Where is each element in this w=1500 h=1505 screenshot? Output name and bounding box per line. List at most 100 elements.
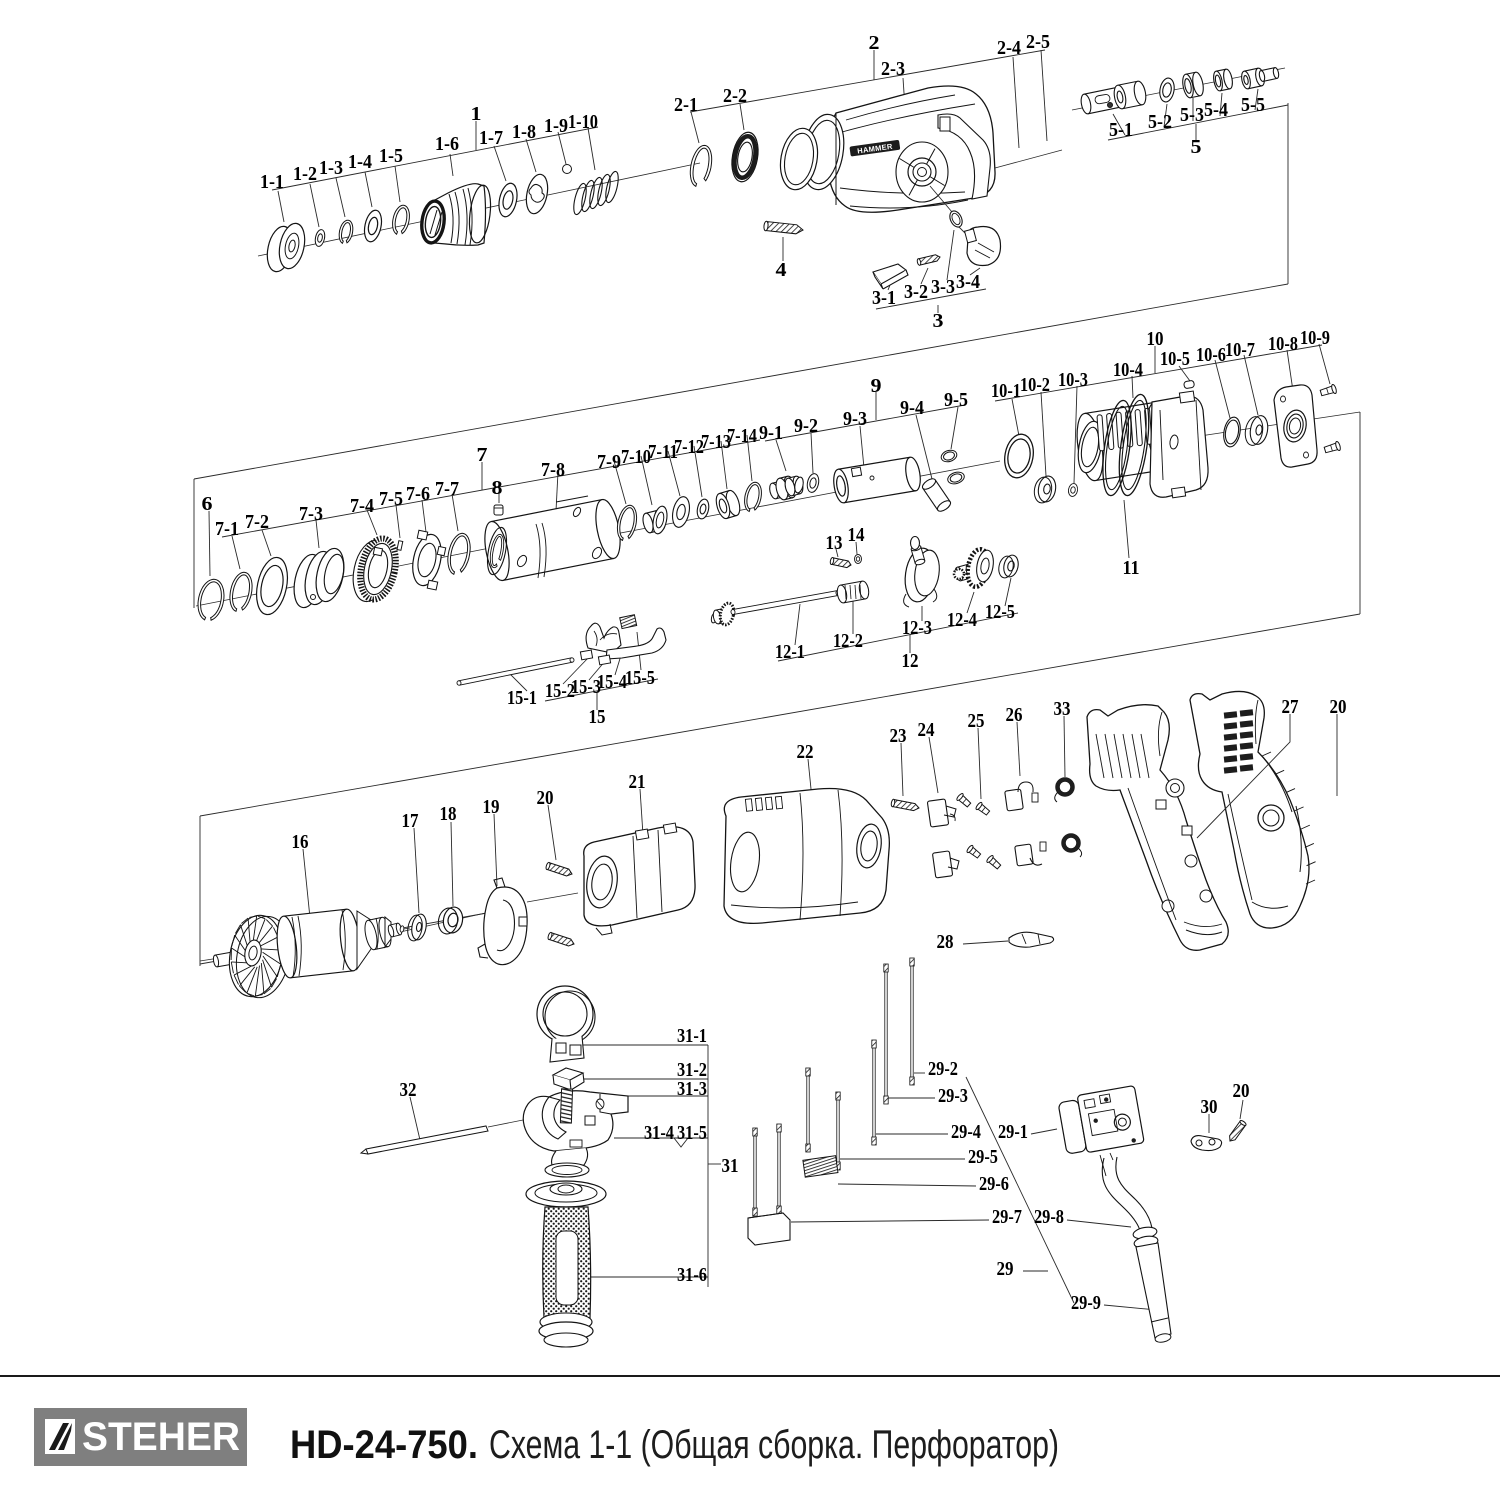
svg-text:7-14: 7-14 xyxy=(727,425,757,447)
svg-text:14: 14 xyxy=(848,524,865,546)
svg-text:30: 30 xyxy=(1201,1096,1218,1118)
svg-text:3-4: 3-4 xyxy=(956,271,980,293)
svg-text:9: 9 xyxy=(871,375,882,397)
svg-text:1: 1 xyxy=(471,103,482,125)
svg-text:29-7: 29-7 xyxy=(992,1206,1022,1228)
svg-text:29-5: 29-5 xyxy=(968,1146,998,1168)
svg-text:5-4: 5-4 xyxy=(1204,99,1228,121)
svg-text:9-2: 9-2 xyxy=(794,415,818,437)
svg-text:10-9: 10-9 xyxy=(1300,327,1330,349)
svg-text:31-1: 31-1 xyxy=(677,1025,707,1047)
svg-text:10-2: 10-2 xyxy=(1020,374,1050,396)
svg-text:1-4: 1-4 xyxy=(348,151,372,173)
svg-text:7-4: 7-4 xyxy=(350,495,374,517)
svg-text:1-5: 1-5 xyxy=(379,145,403,167)
svg-text:23: 23 xyxy=(890,725,907,747)
svg-text:9-4: 9-4 xyxy=(900,397,924,419)
svg-text:7-12: 7-12 xyxy=(674,436,704,458)
svg-text:18: 18 xyxy=(440,803,457,825)
svg-text:15-4: 15-4 xyxy=(597,671,627,693)
svg-text:7-10: 7-10 xyxy=(621,446,651,468)
svg-text:29-2: 29-2 xyxy=(928,1058,958,1080)
svg-text:12-2: 12-2 xyxy=(833,630,863,652)
svg-text:2-1: 2-1 xyxy=(674,94,698,116)
svg-text:9-5: 9-5 xyxy=(944,389,968,411)
svg-text:13: 13 xyxy=(826,532,843,554)
svg-text:15-5: 15-5 xyxy=(625,667,655,689)
svg-text:1-8: 1-8 xyxy=(512,121,536,143)
svg-text:STEHER: STEHER xyxy=(82,1415,240,1459)
svg-text:7-2: 7-2 xyxy=(245,511,269,533)
svg-text:7: 7 xyxy=(477,444,488,466)
svg-text:16: 16 xyxy=(292,831,309,853)
svg-text:1-9: 1-9 xyxy=(544,115,568,137)
svg-text:12-1: 12-1 xyxy=(775,641,805,663)
svg-text:15-1: 15-1 xyxy=(507,687,537,709)
svg-text:5-3: 5-3 xyxy=(1180,104,1204,126)
svg-text:2: 2 xyxy=(869,32,880,54)
svg-text:25: 25 xyxy=(968,710,985,732)
svg-text:28: 28 xyxy=(937,931,954,953)
svg-text:26: 26 xyxy=(1006,704,1023,726)
svg-text:19: 19 xyxy=(483,796,500,818)
svg-text:HD-24-750.: HD-24-750. xyxy=(290,1423,478,1467)
svg-text:3-2: 3-2 xyxy=(904,281,928,303)
svg-text:10: 10 xyxy=(1147,328,1164,350)
svg-text:2-4: 2-4 xyxy=(997,37,1021,59)
svg-text:7-5: 7-5 xyxy=(379,488,403,510)
svg-text:7-1: 7-1 xyxy=(215,518,239,540)
svg-text:15: 15 xyxy=(589,706,606,728)
svg-text:27: 27 xyxy=(1282,696,1299,718)
svg-text:29-1: 29-1 xyxy=(998,1121,1028,1143)
svg-text:24: 24 xyxy=(918,719,935,741)
svg-text:31-5: 31-5 xyxy=(677,1122,707,1144)
svg-text:7-3: 7-3 xyxy=(299,503,323,525)
svg-text:29-8: 29-8 xyxy=(1034,1206,1064,1228)
svg-text:1-10: 1-10 xyxy=(568,111,598,133)
svg-text:4: 4 xyxy=(776,259,787,281)
svg-text:33: 33 xyxy=(1054,698,1071,720)
svg-text:2-3: 2-3 xyxy=(881,58,905,80)
svg-text:31-3: 31-3 xyxy=(677,1078,707,1100)
svg-text:12-3: 12-3 xyxy=(902,617,932,639)
svg-text:20: 20 xyxy=(1330,696,1347,718)
svg-text:7-9: 7-9 xyxy=(597,451,621,473)
svg-text:20: 20 xyxy=(537,787,554,809)
svg-text:31-6: 31-6 xyxy=(677,1264,707,1286)
svg-text:9-1: 9-1 xyxy=(759,422,783,444)
svg-text:2-5: 2-5 xyxy=(1026,31,1050,53)
svg-text:1-7: 1-7 xyxy=(479,127,503,149)
svg-text:12: 12 xyxy=(902,650,919,672)
svg-text:1-2: 1-2 xyxy=(293,163,317,185)
svg-text:5-5: 5-5 xyxy=(1241,94,1265,116)
svg-text:10-4: 10-4 xyxy=(1113,359,1143,381)
svg-text:5-1: 5-1 xyxy=(1109,119,1133,141)
svg-text:11: 11 xyxy=(1123,557,1140,579)
svg-text:5: 5 xyxy=(1191,136,1202,158)
svg-text:10-5: 10-5 xyxy=(1160,348,1190,370)
svg-text:31: 31 xyxy=(722,1155,739,1177)
svg-text:29-3: 29-3 xyxy=(938,1085,968,1107)
svg-text:21: 21 xyxy=(629,771,646,793)
svg-text:29: 29 xyxy=(997,1258,1014,1280)
svg-text:17: 17 xyxy=(402,810,419,832)
svg-text:29-6: 29-6 xyxy=(979,1173,1009,1195)
svg-text:3-3: 3-3 xyxy=(931,276,955,298)
svg-text:10-1: 10-1 xyxy=(991,380,1021,402)
svg-text:22: 22 xyxy=(797,741,814,763)
svg-text:32: 32 xyxy=(400,1079,417,1101)
svg-text:Схема 1-1 (Общая сборка. Перфо: Схема 1-1 (Общая сборка. Перфоратор) xyxy=(489,1423,1059,1467)
svg-text:10-3: 10-3 xyxy=(1058,369,1088,391)
svg-text:10-8: 10-8 xyxy=(1268,333,1298,355)
svg-text:1-3: 1-3 xyxy=(319,157,343,179)
svg-text:12-4: 12-4 xyxy=(947,609,977,631)
svg-text:7-6: 7-6 xyxy=(406,483,430,505)
svg-text:31-4: 31-4 xyxy=(644,1122,674,1144)
svg-text:5-2: 5-2 xyxy=(1148,111,1172,133)
svg-text:9-3: 9-3 xyxy=(843,408,867,430)
svg-text:8: 8 xyxy=(492,477,503,499)
svg-text:29-4: 29-4 xyxy=(951,1121,981,1143)
svg-text:29-9: 29-9 xyxy=(1071,1292,1101,1314)
svg-text:7-7: 7-7 xyxy=(435,478,459,500)
svg-text:1-6: 1-6 xyxy=(435,133,459,155)
